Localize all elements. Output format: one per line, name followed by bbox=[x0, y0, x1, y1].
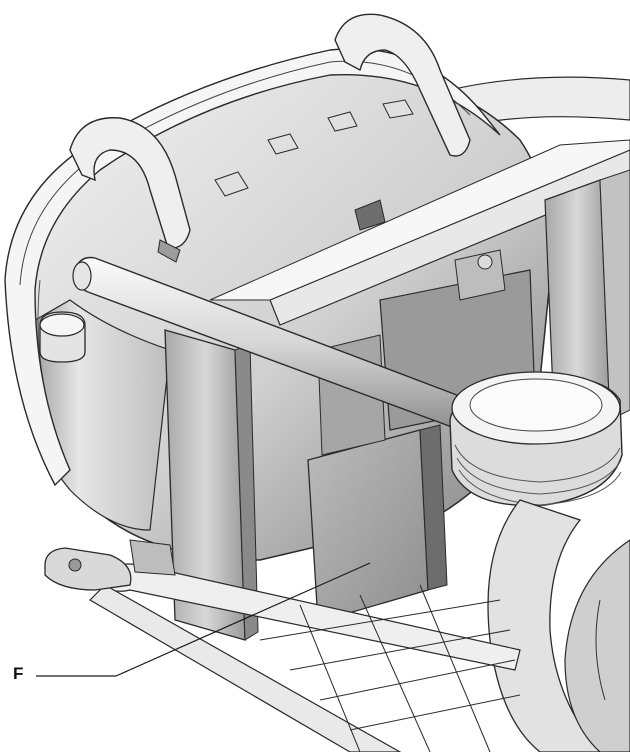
callout-leader-f bbox=[36, 562, 371, 677]
left-foot-bracket bbox=[44, 539, 176, 591]
right-handle bbox=[334, 13, 471, 157]
left-knob bbox=[39, 311, 86, 363]
vent-slots bbox=[214, 99, 414, 231]
callout-label-f: F bbox=[13, 664, 24, 683]
base-grill bbox=[89, 563, 521, 752]
upper-frame-beam bbox=[209, 139, 630, 326]
right-arc-support bbox=[487, 499, 630, 752]
yoke-ring bbox=[4, 48, 501, 487]
right-knob bbox=[449, 371, 623, 507]
left-handle bbox=[69, 117, 191, 263]
